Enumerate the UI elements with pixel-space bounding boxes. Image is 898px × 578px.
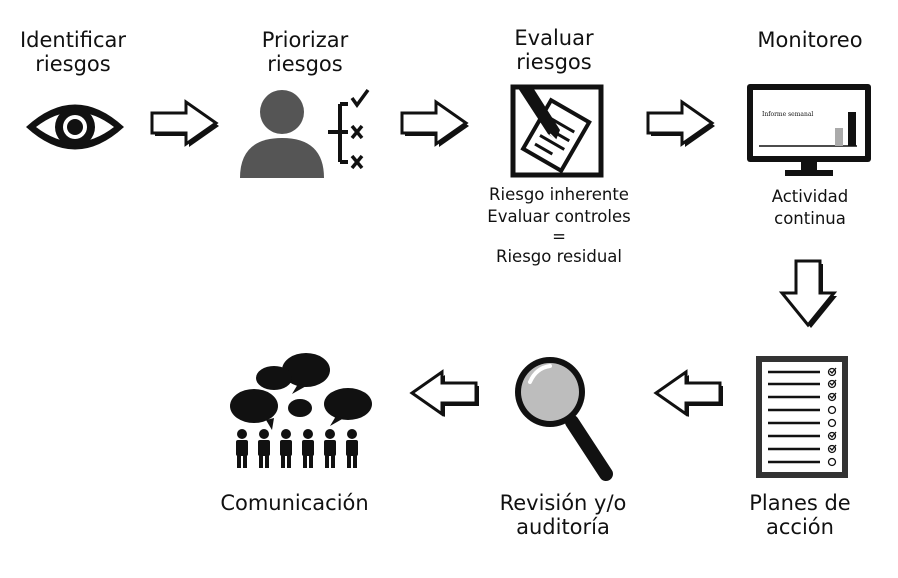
person-checklist-icon (240, 88, 370, 178)
monitoreo-note: Actividad continua (771, 187, 849, 228)
people-speech-icon (230, 353, 372, 468)
step-label-comunicacion: Comunicación (220, 491, 369, 515)
pen-document-icon (510, 84, 604, 178)
monitor-screen-text: Informe semanal (762, 111, 814, 118)
evaluar-note: Riesgo inherente Evaluar controles = Rie… (487, 185, 631, 266)
arrow-right-icon (400, 99, 469, 147)
step-label-monitoreo: Monitoreo (757, 28, 863, 52)
step-label-priorizar: Priorizar riesgos (261, 28, 349, 76)
step-label-identificar: Identificar riesgos (19, 28, 127, 76)
arrow-left-icon (653, 369, 723, 417)
checklist-icon (756, 356, 848, 478)
step-label-planes: Planes de acción (749, 491, 851, 539)
arrow-right-icon (150, 99, 219, 147)
monitor-chart-icon (747, 84, 871, 176)
arrow-down-icon (778, 259, 838, 328)
eye-icon (26, 104, 124, 150)
arrow-left-icon (409, 369, 479, 417)
magnifier-icon (515, 357, 613, 481)
step-label-evaluar: Evaluar riesgos (514, 26, 594, 74)
arrow-right-icon (646, 99, 715, 147)
step-label-revision: Revisión y/o auditoría (499, 491, 627, 539)
